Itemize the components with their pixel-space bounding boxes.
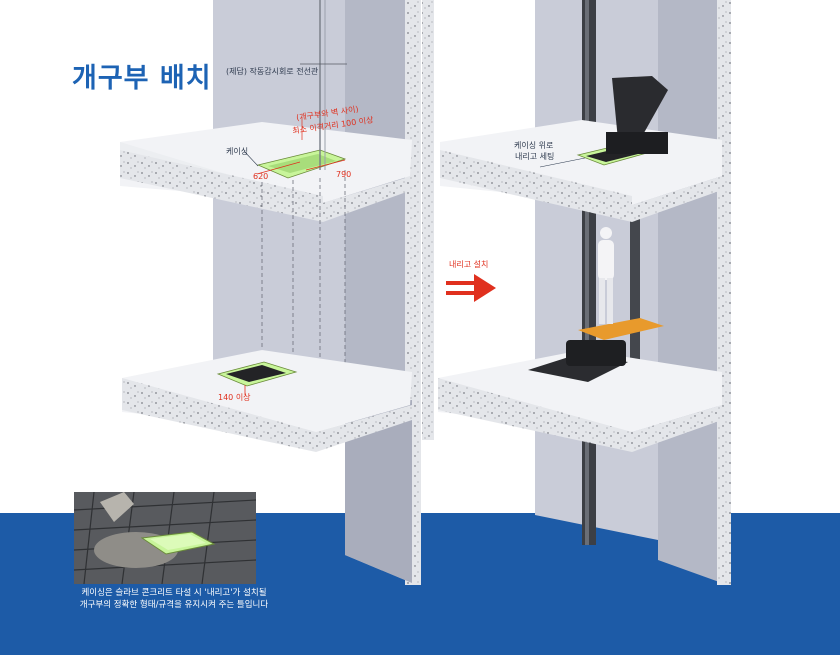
caption-line-2: 개구부의 정확한 형태/규격을 유지시켜 주는 틀입니다 [79,600,269,610]
page-title: 개구부 배치 [72,63,212,94]
left-building [120,0,421,585]
work-platform [578,318,664,340]
label-clearance: 140 이상 [218,393,251,402]
label-dim-width: 620 [253,172,269,181]
label-casing-setup-2: 내리고 세팅 [515,152,555,161]
machine-upper [612,76,668,140]
leader-lines [243,150,586,168]
label-casing-setup-1: 케이싱 위로 [514,141,554,150]
photo-caption: 케이싱은 슬라브 콘크리트 타설 시 '내리고'가 설치될 개구부의 정확한 형… [74,587,274,611]
label-casing: 케이싱 [226,147,249,156]
direction-arrow [446,274,496,302]
label-dim-length: 790 [336,170,352,179]
worker-figure [598,227,614,324]
right-building [422,0,731,585]
caption-line-1: 케이싱은 슬라브 콘크리트 타설 시 '내리고'가 설치될 [81,588,267,598]
right-front-wall [658,0,722,583]
casing-photo [74,492,256,584]
label-install-arrow: 내리고 설치 [449,260,489,269]
label-conduit: (제답) 작동감시회로 전선관 [226,67,319,76]
